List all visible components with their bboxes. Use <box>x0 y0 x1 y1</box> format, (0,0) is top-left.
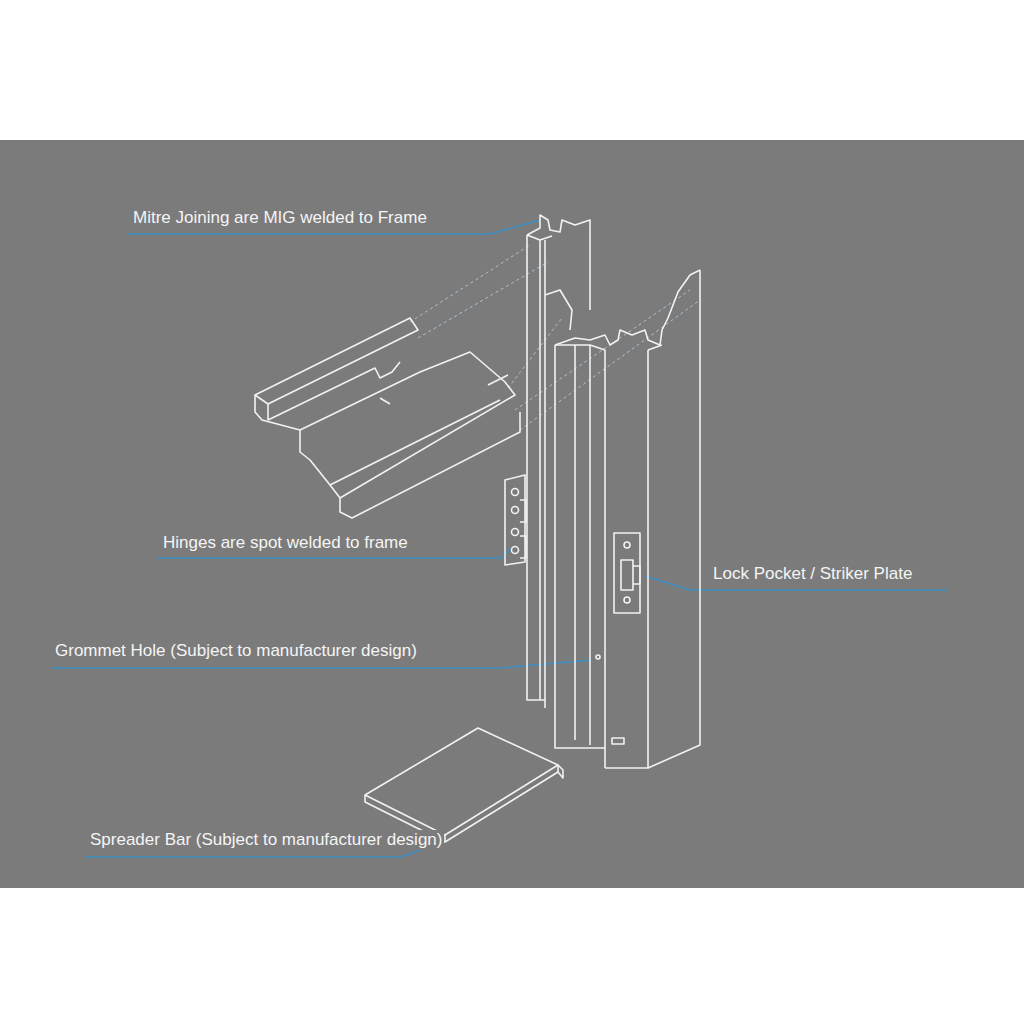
background-panel <box>0 140 1024 888</box>
callout-label: Hinges are spot welded to frame <box>161 533 410 553</box>
callout-label: Mitre Joining are MIG welded to Frame <box>131 208 429 228</box>
callout-label: Lock Pocket / Striker Plate <box>711 564 914 584</box>
callout-label: Spreader Bar (Subject to manufacturer de… <box>88 830 444 850</box>
frame-drawing <box>255 215 700 842</box>
callout-label: Grommet Hole (Subject to manufacturer de… <box>53 641 419 661</box>
label-underlines <box>52 220 948 857</box>
